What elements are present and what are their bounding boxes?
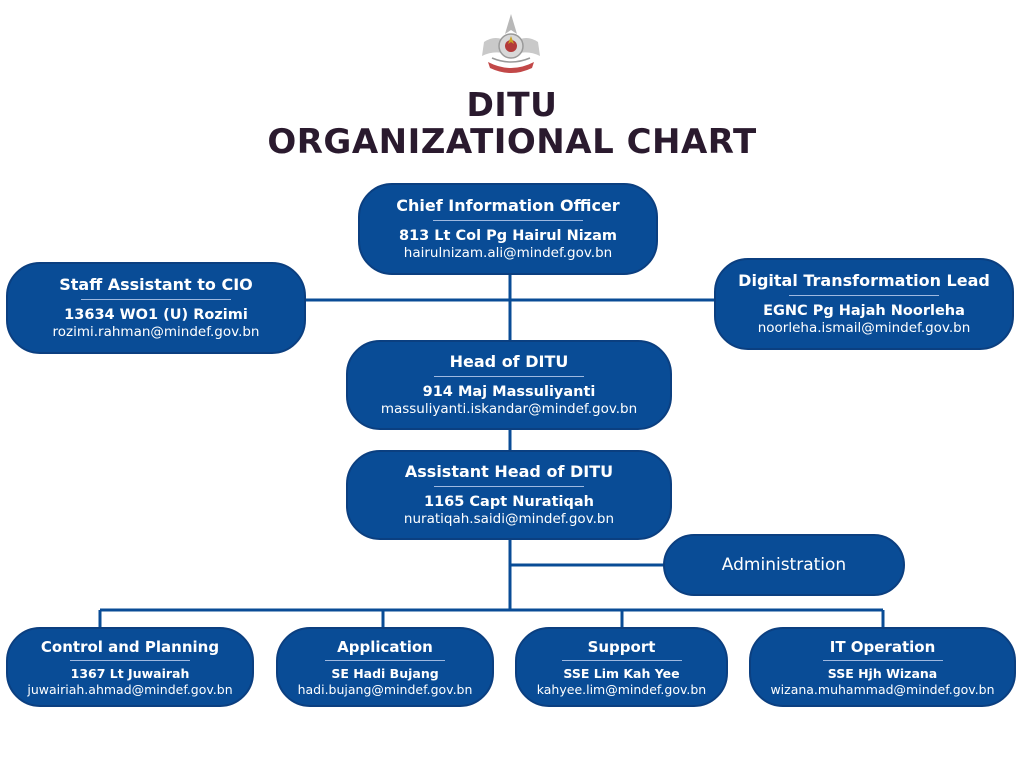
node-person: 1367 Lt Juwairah bbox=[70, 665, 190, 681]
node-divider bbox=[325, 659, 445, 661]
node-digital-transformation-lead: Digital Transformation Lead EGNC Pg Haja… bbox=[714, 258, 1014, 350]
node-email: wizana.muhammad@mindef.gov.bn bbox=[770, 681, 995, 697]
node-assistant-head-of-ditu: Assistant Head of DITU 1165 Capt Nuratiq… bbox=[346, 450, 672, 540]
node-control-and-planning: Control and Planning 1367 Lt Juwairah ju… bbox=[6, 627, 254, 707]
node-role: Assistant Head of DITU bbox=[404, 462, 614, 481]
node-support: Support SSE Lim Kah Yee kahyee.lim@minde… bbox=[515, 627, 728, 707]
node-role: Chief Information Officer bbox=[396, 196, 620, 215]
chart-title-line2: ORGANIZATIONAL CHART bbox=[267, 122, 757, 162]
node-divider bbox=[434, 376, 584, 377]
node-person: 13634 WO1 (U) Rozimi bbox=[64, 307, 248, 323]
node-email: massuliyanti.iskandar@mindef.gov.bn bbox=[380, 401, 638, 417]
node-role: Digital Transformation Lead bbox=[738, 271, 990, 290]
node-email: juwairiah.ahmad@mindef.gov.bn bbox=[27, 681, 233, 697]
node-application: Application SE Hadi Bujang hadi.bujang@m… bbox=[276, 627, 494, 707]
node-divider bbox=[70, 659, 190, 661]
node-email: nuratiqah.saidi@mindef.gov.bn bbox=[403, 511, 615, 527]
node-email: hairulnizam.ali@mindef.gov.bn bbox=[403, 245, 613, 261]
node-unit-label: Administration bbox=[721, 555, 847, 575]
node-email: kahyee.lim@mindef.gov.bn bbox=[536, 681, 707, 697]
node-person: SSE Hjh Wizana bbox=[827, 665, 938, 681]
node-divider bbox=[434, 486, 584, 487]
node-divider bbox=[822, 659, 943, 661]
node-person: 1165 Capt Nuratiqah bbox=[424, 494, 594, 510]
node-email: rozimi.rahman@mindef.gov.bn bbox=[52, 324, 260, 340]
node-chief-information-officer: Chief Information Officer 813 Lt Col Pg … bbox=[358, 183, 658, 275]
node-role: Control and Planning bbox=[40, 637, 220, 656]
node-divider bbox=[561, 659, 682, 661]
brunei-armed-forces-crest-icon bbox=[482, 14, 540, 73]
node-role: Head of DITU bbox=[449, 352, 569, 371]
chart-title-line1: DITU bbox=[466, 85, 558, 124]
node-role: IT Operation bbox=[829, 637, 936, 656]
node-person: 914 Maj Massuliyanti bbox=[422, 384, 596, 400]
node-head-of-ditu: Head of DITU 914 Maj Massuliyanti massul… bbox=[346, 340, 672, 430]
node-person: EGNC Pg Hajah Noorleha bbox=[763, 303, 965, 319]
node-administration: Administration bbox=[663, 534, 905, 596]
node-person: SE Hadi Bujang bbox=[331, 665, 439, 681]
node-role: Staff Assistant to CIO bbox=[59, 275, 253, 294]
node-divider bbox=[81, 299, 231, 300]
node-email: noorleha.ismail@mindef.gov.bn bbox=[757, 320, 971, 336]
node-person: SSE Lim Kah Yee bbox=[563, 665, 680, 681]
node-it-operation: IT Operation SSE Hjh Wizana wizana.muham… bbox=[749, 627, 1016, 707]
node-person: 813 Lt Col Pg Hairul Nizam bbox=[398, 228, 618, 244]
node-email: hadi.bujang@mindef.gov.bn bbox=[297, 681, 473, 697]
node-staff-assistant: Staff Assistant to CIO 13634 WO1 (U) Roz… bbox=[6, 262, 306, 354]
node-role: Application bbox=[337, 637, 433, 656]
node-divider bbox=[433, 220, 583, 221]
node-role: Support bbox=[587, 637, 656, 656]
node-divider bbox=[789, 295, 939, 296]
